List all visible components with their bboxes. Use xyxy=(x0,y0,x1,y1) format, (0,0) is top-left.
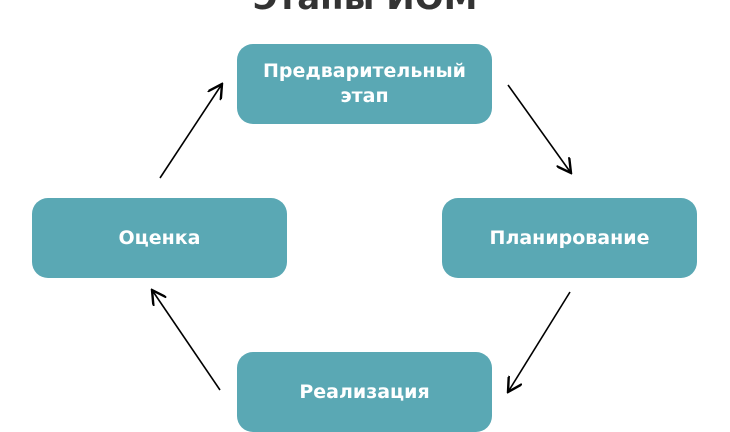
arrow-prelim-to-plan xyxy=(507,84,571,173)
stage-evaluation: Оценка xyxy=(32,198,287,278)
arrows xyxy=(0,0,730,400)
stage-preliminary: Предварительный этап xyxy=(237,44,492,124)
arrow-impl-to-eval xyxy=(152,290,221,391)
diagram-title: Этапы ИОМ xyxy=(0,0,730,18)
arrow-plan-to-impl xyxy=(508,291,571,392)
stage-planning: Планирование xyxy=(442,198,697,278)
arrow-eval-to-prelim xyxy=(159,84,222,179)
